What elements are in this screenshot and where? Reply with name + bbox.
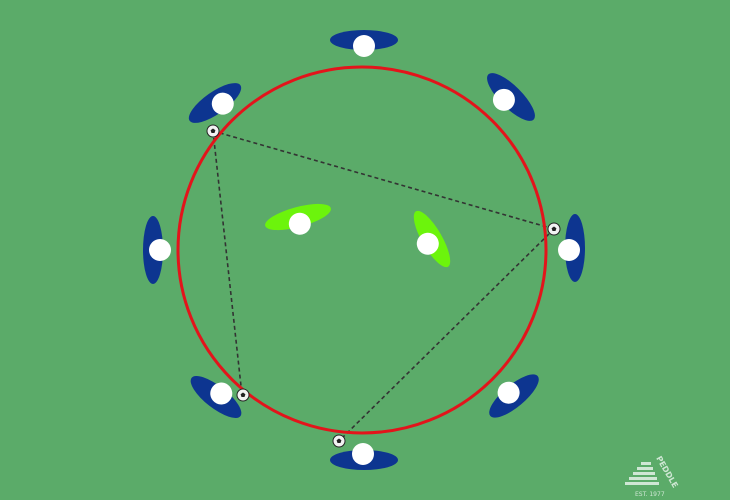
outside-player: [190, 376, 242, 418]
pass-lines: [212, 130, 555, 442]
inside-players: [265, 203, 451, 268]
outside-players: [143, 30, 585, 470]
outside-player: [487, 73, 535, 121]
outside-player: [143, 216, 171, 284]
pass-line: [212, 130, 243, 396]
logo-est: EST. 1977: [635, 491, 665, 498]
ball-icon: [236, 388, 250, 402]
ball-icon: [332, 434, 346, 448]
balls: [206, 124, 561, 448]
inside-player: [265, 203, 331, 235]
inside-player: [413, 210, 451, 268]
ball-icon: [547, 222, 561, 236]
logo-mark-icon: [625, 462, 659, 485]
pass-line: [338, 228, 555, 442]
ball-icon: [206, 124, 220, 138]
grid-circle: [176, 65, 548, 435]
outside-player: [558, 214, 585, 282]
outside-player: [489, 374, 539, 418]
outside-player: [330, 443, 398, 470]
outside-player: [188, 83, 242, 123]
outside-player: [330, 30, 398, 57]
pass-line: [212, 130, 555, 230]
